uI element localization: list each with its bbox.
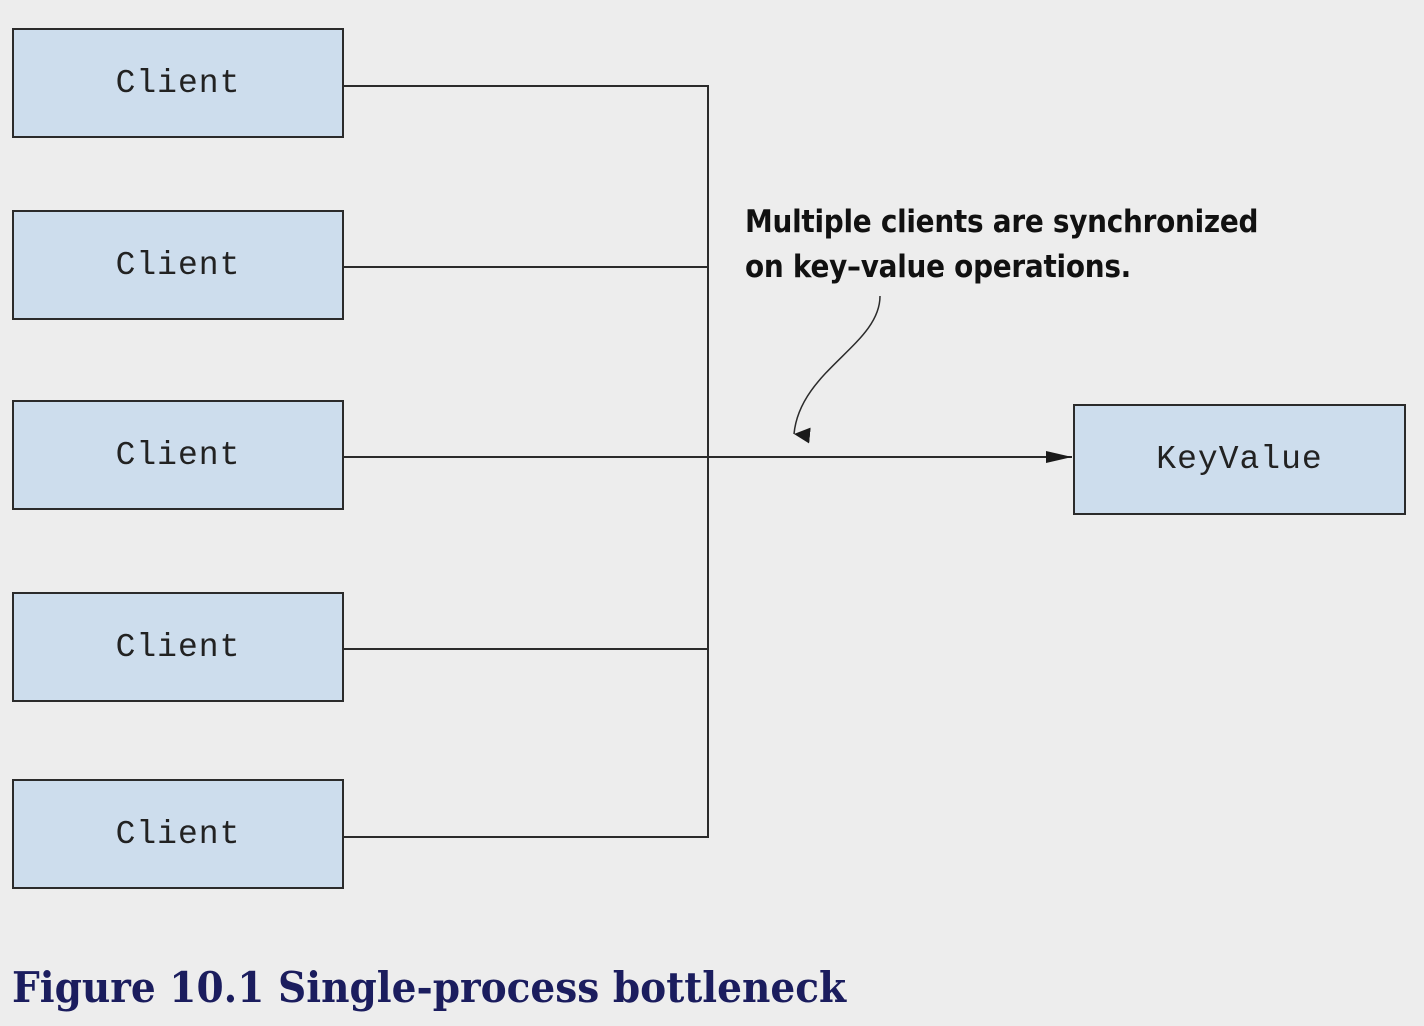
annotation-pointer-arrow — [793, 295, 881, 444]
client-label: Client — [115, 628, 241, 666]
client-box: Client — [12, 400, 344, 510]
client-box: Client — [12, 210, 344, 320]
client-box: Client — [12, 592, 344, 702]
annotation-line-2: on key–value operations. — [745, 249, 1131, 285]
annotation-text: Multiple clients are synchronized on key… — [745, 200, 1285, 290]
client-label: Client — [115, 246, 241, 284]
keyvalue-box: KeyValue — [1073, 404, 1406, 515]
keyvalue-label: KeyValue — [1156, 441, 1323, 478]
client-label: Client — [115, 436, 241, 474]
client-label: Client — [115, 64, 241, 102]
client-label: Client — [115, 815, 241, 853]
client-box: Client — [12, 779, 344, 889]
figure-caption: Figure 10.1 Single-process bottleneck — [12, 963, 847, 1012]
client-box: Client — [12, 28, 344, 138]
annotation-line-1: Multiple clients are synchronized — [745, 204, 1259, 240]
